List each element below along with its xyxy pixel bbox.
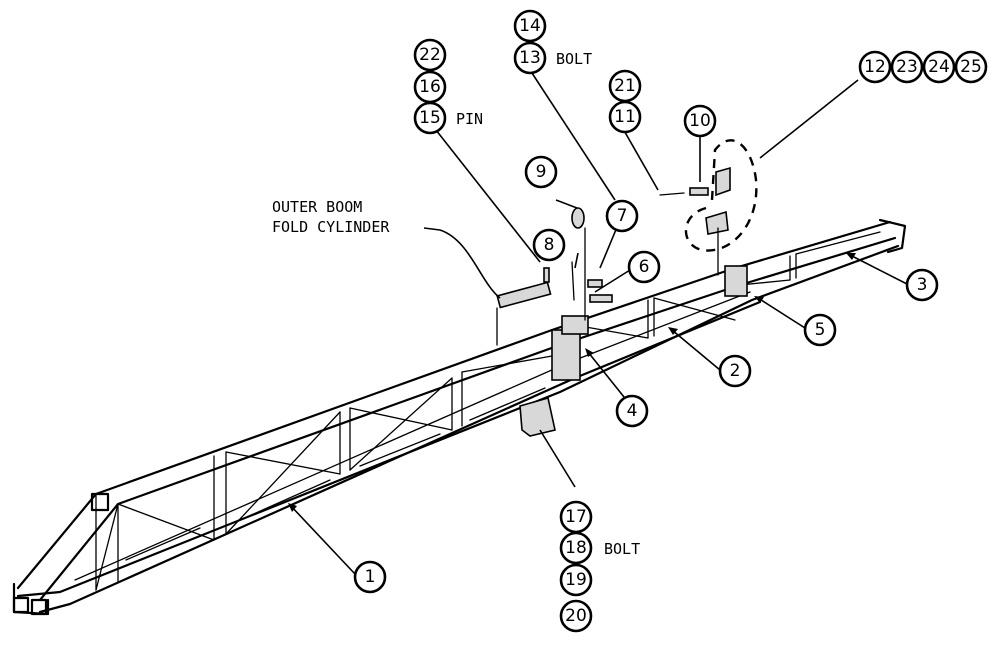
detail-enclosure xyxy=(684,139,758,252)
callout-8: 8 xyxy=(532,228,566,262)
svg-text:8: 8 xyxy=(544,235,555,255)
callout-17: 17 xyxy=(559,500,593,534)
label-bolt-top: BOLT xyxy=(556,50,592,68)
clip-part xyxy=(571,207,585,229)
svg-text:18: 18 xyxy=(565,538,587,558)
svg-text:12: 12 xyxy=(864,57,886,77)
callout-1: 1 xyxy=(353,560,387,594)
svg-text:17: 17 xyxy=(565,507,587,527)
callout-9: 9 xyxy=(524,155,558,189)
leader-lines xyxy=(288,69,908,575)
callout-21: 21 xyxy=(608,69,642,103)
callout-11: 11 xyxy=(608,100,642,134)
svg-text:15: 15 xyxy=(419,108,441,128)
svg-text:21: 21 xyxy=(614,76,636,96)
label-pin: PIN xyxy=(456,110,483,128)
svg-text:7: 7 xyxy=(617,206,628,226)
svg-text:16: 16 xyxy=(419,77,441,97)
hinge-pin-part xyxy=(689,187,709,196)
callout-2: 2 xyxy=(718,354,752,388)
callout-24: 24 xyxy=(922,50,956,84)
svg-text:9: 9 xyxy=(536,162,547,182)
svg-text:25: 25 xyxy=(960,57,982,77)
boom-frame xyxy=(12,218,907,616)
callout-22: 22 xyxy=(413,38,447,72)
svg-text:24: 24 xyxy=(928,57,950,77)
mount-bracket-part xyxy=(519,396,556,437)
label-cylinder-line2: FOLD CYLINDER xyxy=(272,218,390,236)
svg-text:5: 5 xyxy=(815,320,826,340)
pin-part xyxy=(543,267,550,283)
svg-text:14: 14 xyxy=(519,16,541,36)
label-bolt-bottom: BOLT xyxy=(604,540,640,558)
fold-cylinder xyxy=(496,281,552,309)
callout-6: 6 xyxy=(627,250,661,284)
svg-text:20: 20 xyxy=(565,606,587,626)
callout-10: 10 xyxy=(683,104,717,138)
callout-25: 25 xyxy=(954,50,988,84)
svg-text:19: 19 xyxy=(565,570,587,590)
svg-text:3: 3 xyxy=(917,275,928,295)
callout-3: 3 xyxy=(905,268,939,302)
callout-15: 15 xyxy=(413,101,447,135)
callout-23: 23 xyxy=(890,50,924,84)
svg-text:23: 23 xyxy=(896,57,918,77)
callout-16: 16 xyxy=(413,70,447,104)
hardware-parts xyxy=(496,139,758,437)
svg-text:11: 11 xyxy=(614,107,636,127)
svg-text:10: 10 xyxy=(689,111,711,131)
svg-text:13: 13 xyxy=(519,48,541,68)
callout-19: 19 xyxy=(559,563,593,597)
callout-18: 18 xyxy=(559,531,593,565)
callout-20: 20 xyxy=(559,599,593,633)
svg-text:6: 6 xyxy=(639,257,650,277)
callout-7: 7 xyxy=(605,199,639,233)
svg-text:1: 1 xyxy=(365,567,376,587)
svg-text:2: 2 xyxy=(730,361,741,381)
callout-14: 14 xyxy=(513,9,547,43)
svg-text:22: 22 xyxy=(419,45,441,65)
callout-5: 5 xyxy=(803,313,837,347)
callout-13: 13 xyxy=(513,41,547,75)
label-cylinder-line1: OUTER BOOM xyxy=(272,198,362,216)
callout-12: 12 xyxy=(858,50,892,84)
svg-text:4: 4 xyxy=(627,401,638,421)
callout-4: 4 xyxy=(615,394,649,428)
